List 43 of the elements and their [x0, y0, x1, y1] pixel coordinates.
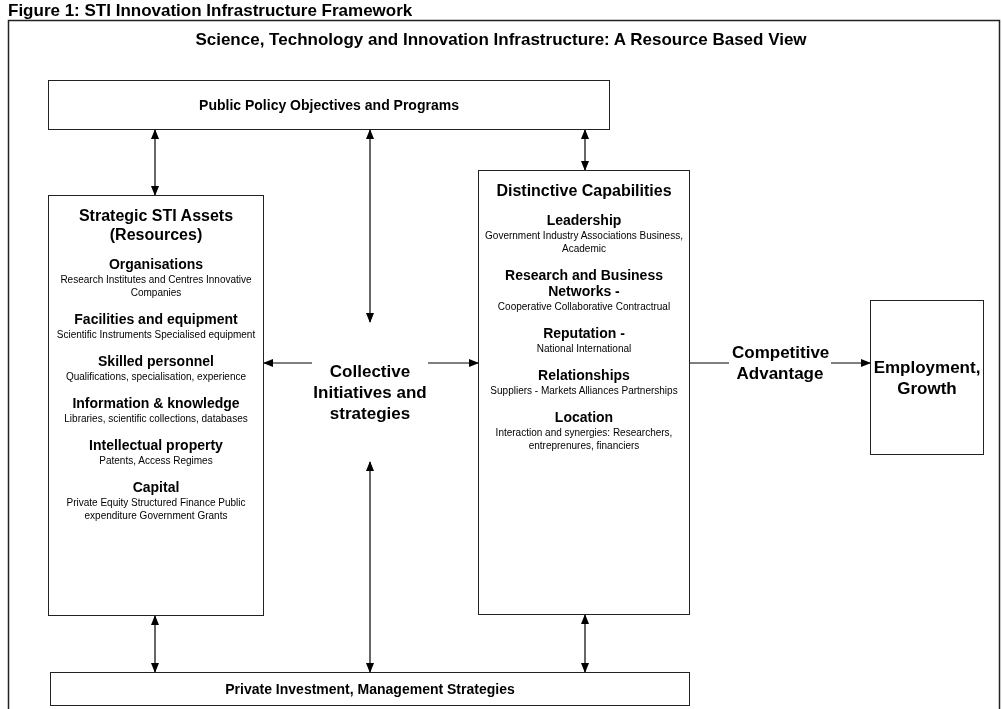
category-box [478, 170, 690, 615]
process-box [50, 672, 690, 706]
section-heading: Capital [132, 479, 180, 495]
node-text: Public Policy Objectives and Programs [199, 95, 459, 115]
connector-arrow [263, 359, 313, 367]
diagram-heading: Science, Technology and Innovation Infrastructure: A Resource Based View [194, 30, 808, 50]
section-heading: Skilled personnel [98, 353, 214, 369]
section-heading: Facilities and equipment [74, 311, 238, 327]
section-heading: Leadership [546, 212, 622, 228]
box-heading: Distinctive Capabilities [496, 181, 672, 200]
connector-arrow [427, 359, 479, 367]
item-list: Private Equity Structured Finance Public expenditure Government Grants [53, 496, 259, 522]
section-heading: Location [554, 409, 614, 425]
connector-arrow [581, 614, 589, 673]
connector-arrow [366, 461, 374, 673]
node-text: Collective Initiatives and strategies [312, 360, 428, 424]
node-text: Employment, Growth [872, 356, 982, 399]
category-box [48, 195, 264, 616]
item-list: Patents, Access Regimes [99, 454, 213, 467]
item-list: Suppliers - Markets Alliances Partnerships [490, 384, 678, 397]
section-heading: Organisations [108, 256, 204, 272]
connector-arrow [151, 615, 159, 673]
section-heading: Relationships [538, 367, 630, 383]
item-list: Interaction and synergies: Researchers, entreprenures, financiers [483, 426, 685, 452]
process-box [870, 300, 984, 455]
section-heading: Research and Business Networks - [504, 267, 664, 299]
node-text: Private Investment, Management Strategies [225, 679, 515, 699]
box-heading: Strategic STI Assets (Resources) [77, 206, 235, 244]
section-heading: Reputation - [543, 325, 625, 341]
process-box [48, 80, 610, 130]
item-list: Scientific Instruments Specialised equipment [56, 328, 256, 341]
item-list: Qualifications, specialisation, experience [65, 370, 247, 383]
figure-title: Figure 1: STI Innovation Infrastructure Framework [8, 1, 413, 20]
item-list: National International [536, 342, 632, 355]
connector-arrow [366, 129, 374, 323]
section-heading: Intellectual property [89, 437, 223, 453]
item-list: Research Institutes and Centres Innovative Companies [53, 273, 259, 299]
connector-arrow [151, 129, 159, 196]
connector-arrow [581, 129, 589, 171]
section-heading: Information & knowledge [72, 395, 240, 411]
item-list: Libraries, scientific collections, databases [64, 412, 248, 425]
item-list: Government Industry Associations Business, Academic [483, 229, 685, 255]
item-list: Cooperative Collaborative Contractrual [497, 300, 671, 313]
